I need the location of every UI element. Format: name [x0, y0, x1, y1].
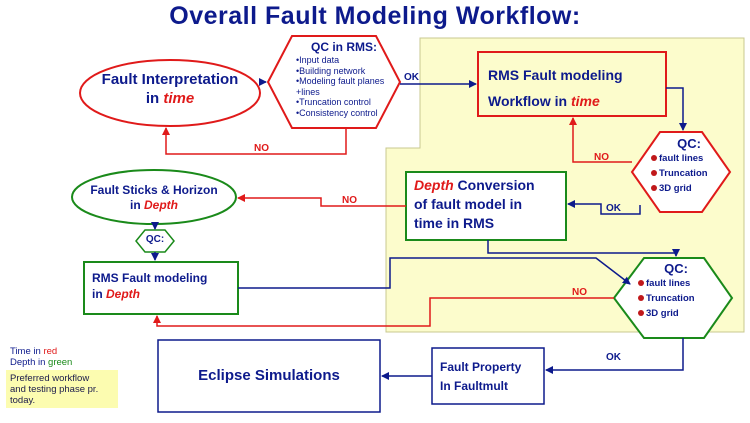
qc-in-rms-item: +lines — [296, 86, 320, 97]
qc-time-item: fault lines — [651, 151, 727, 166]
fault-property-line2: In Faultmult — [440, 379, 508, 393]
rms-fault-modeling-time-node — [477, 51, 667, 117]
arrow-qc-depth-ok-to-property — [545, 338, 684, 374]
depth-conversion-em: Depth — [414, 177, 454, 193]
depth-conversion-line2: of fault model in — [414, 196, 523, 212]
fault-interpretation-label: Fault Interpretation in time — [82, 70, 258, 108]
arrow-qc-depth-no-to-rms-depth — [153, 297, 614, 327]
arrow-label-ok: OK — [606, 203, 621, 214]
legend-note-line: Preferred workflow — [10, 373, 90, 384]
qc-in-rms-item: •Consistency control — [296, 107, 378, 118]
qc-in-rms-item: •Input data — [296, 55, 340, 65]
depth-conversion-label: Depth Conversion of fault model in time … — [414, 176, 564, 233]
qc-depth-label: QC: fault lines Truncation 3D grid — [638, 261, 714, 321]
fault-interpretation-line1: Fault Interpretation — [101, 71, 239, 88]
arrow-label-no: NO — [342, 195, 357, 206]
arrow-qc-no-to-interp — [162, 127, 347, 155]
rms-depth-prefix: in — [92, 287, 106, 301]
qc-depth-item: 3D grid — [638, 306, 714, 321]
rms-time-line1: RMS Fault modeling — [488, 67, 623, 83]
legend-time-word: red — [43, 346, 58, 357]
rms-fault-modeling-time-label: RMS Fault modeling Workflow in time — [488, 62, 664, 114]
qc-in-rms-node — [266, 35, 402, 129]
legend: Time in red Depth in green — [10, 346, 72, 368]
arrow-label-no: NO — [572, 287, 587, 298]
qc-depth-node — [612, 257, 734, 339]
legend-time-prefix: Time in — [10, 346, 44, 357]
arrow-label-ok: OK — [404, 72, 419, 83]
depth-conversion-node — [405, 171, 567, 241]
arrow-depth-to-qc-depth — [487, 240, 680, 257]
legend-depth-word: green — [48, 357, 73, 368]
qc-depth-item: Truncation — [638, 291, 714, 306]
qc-in-rms-item: •Modeling fault planes — [296, 76, 385, 86]
arrow-label-no: NO — [594, 152, 609, 163]
qc-small-label: QC: — [145, 234, 165, 245]
bullet-icon — [638, 280, 644, 287]
depth-conversion-line1: Conversion — [453, 177, 535, 193]
bullet-icon — [651, 155, 657, 162]
eclipse-simulations-node — [157, 339, 381, 413]
rms-fault-modeling-depth-label: RMS Fault modeling in Depth — [92, 270, 238, 302]
legend-depth-prefix: Depth in — [10, 357, 49, 368]
fault-sticks-em: Depth — [144, 198, 178, 212]
bullet-icon — [638, 295, 644, 302]
fault-sticks-prefix: in — [130, 198, 144, 212]
arrow-depth-no-to-sticks — [237, 194, 406, 207]
fault-property-line1: Fault Property — [440, 360, 522, 374]
arrow-label-ok: OK — [606, 352, 621, 363]
qc-time-item: 3D grid — [651, 181, 727, 196]
qc-in-rms-title: QC in RMS: — [311, 40, 377, 54]
qc-time-title: QC: — [677, 136, 701, 151]
qc-in-rms-item: •Building network — [296, 65, 366, 76]
qc-time-item: Truncation — [651, 166, 727, 181]
qc-small-node — [135, 229, 175, 253]
fault-interpretation-prefix: in — [145, 90, 164, 107]
fault-sticks-label: Fault Sticks & Horizon in Depth — [74, 183, 234, 213]
arrow-rms-time-to-qc-time — [666, 87, 687, 131]
arrow-rms-depth-to-qc-depth — [238, 257, 631, 289]
rms-depth-em: Depth — [106, 287, 140, 301]
legend-note-line: and testing phase pr. — [10, 384, 99, 395]
bullet-icon — [651, 185, 657, 192]
rms-depth-line1: RMS Fault modeling — [92, 271, 208, 285]
fault-property-label: Fault Property In Faultmult — [440, 358, 544, 396]
fault-property-node — [431, 347, 545, 405]
rms-time-prefix: Workflow in — [488, 93, 571, 109]
arrow-qc-time-ok-to-depth — [567, 200, 641, 215]
depth-conversion-line3: time in RMS — [414, 215, 495, 231]
diagram-title: Overall Fault Modeling Workflow: — [169, 2, 581, 30]
qc-in-rms-label: QC in RMS: •Input data •Building network… — [294, 40, 394, 118]
bullet-icon — [638, 310, 644, 317]
legend-note-line: today. — [10, 395, 36, 406]
bullet-icon — [651, 170, 657, 177]
qc-time-label: QC: fault lines Truncation 3D grid — [651, 136, 727, 196]
qc-in-rms-item: •Truncation control — [296, 97, 371, 107]
qc-time-node — [630, 131, 732, 213]
legend-note: Preferred workflow and testing phase pr.… — [10, 373, 98, 406]
qc-depth-item: fault lines — [638, 276, 714, 291]
rms-time-em: time — [570, 93, 600, 109]
qc-depth-title: QC: — [664, 261, 688, 276]
arrow-label-no: NO — [254, 143, 269, 154]
fault-interpretation-time: time — [163, 90, 195, 107]
legend-note-box — [6, 370, 118, 408]
eclipse-simulations-label: Eclipse Simulations — [198, 367, 340, 384]
fault-interpretation-node — [79, 59, 261, 127]
fault-sticks-line1: Fault Sticks & Horizon — [90, 183, 218, 197]
arrow-qc-time-no-to-rms-time — [569, 117, 632, 163]
